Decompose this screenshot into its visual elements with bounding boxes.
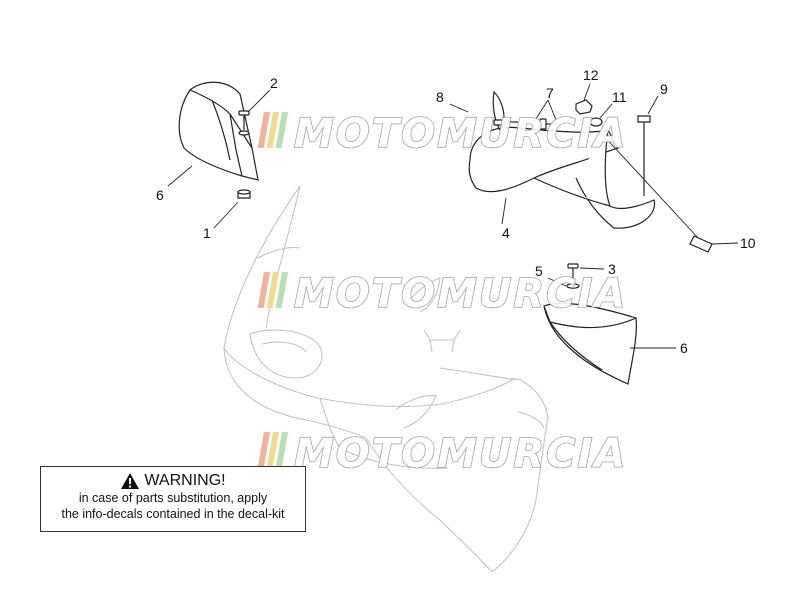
part-5-washer [566, 283, 580, 289]
part-4-front-mudguard [468, 90, 656, 229]
callout-11: 11 [612, 89, 627, 105]
warning-box: WARNING! in case of parts substitution, … [40, 466, 306, 532]
part-11-ring [589, 117, 603, 127]
watermark-middle: MOTOMURCIA [257, 270, 627, 318]
callout-6-right: 6 [680, 340, 688, 356]
callout-8: 8 [436, 89, 444, 105]
part-6-right-guard [543, 302, 637, 385]
watermark-stripe [257, 432, 270, 468]
callout-leaders [167, 83, 739, 349]
watermark-stripe [266, 432, 279, 468]
callout-9: 9 [660, 81, 668, 97]
part-12-nut [575, 99, 593, 115]
callout-6-left: 6 [156, 187, 164, 203]
watermark-stripe [266, 272, 279, 308]
watermark-bottom: MOTOMURCIA [257, 430, 627, 478]
watermark-stripe [266, 112, 279, 148]
watermark-text: MOTOMURCIA [294, 271, 627, 317]
callout-2: 2 [270, 75, 278, 91]
ghost-front-fairing [223, 185, 549, 573]
watermark-text: MOTOMURCIA [294, 111, 627, 157]
watermark-stripe [275, 112, 288, 148]
part-6-left-guard [178, 81, 259, 181]
callout-3: 3 [608, 261, 616, 277]
callout-10: 10 [740, 235, 756, 251]
warning-line-2: the info-decals contained in the decal-k… [61, 507, 285, 521]
part-3-screw [567, 263, 579, 282]
callout-5: 5 [535, 263, 543, 279]
warning-title-row: WARNING! [41, 472, 305, 490]
watermark-text: MOTOMURCIA [294, 431, 627, 477]
part-9-screw [637, 115, 651, 196]
watermark-stripe [275, 272, 288, 308]
warning-triangle-icon [121, 473, 140, 489]
watermark-stripe [275, 432, 288, 468]
callout-labels: 2 6 1 8 7 12 11 9 4 10 5 3 6 [156, 67, 756, 356]
callout-12: 12 [583, 67, 599, 83]
part-1-nut [237, 189, 251, 199]
callout-4: 4 [502, 225, 510, 241]
part-10-screw [601, 133, 713, 253]
part-2-screw [238, 110, 250, 136]
watermark-stripe [257, 112, 270, 148]
warning-line-1: in case of parts substitution, apply [78, 491, 268, 505]
callout-7: 7 [546, 85, 554, 101]
warning-title: WARNING! [144, 472, 226, 489]
watermark-stripe [257, 272, 270, 308]
watermark-top: MOTOMURCIA [257, 110, 627, 158]
part-7-screws [493, 118, 558, 130]
callout-1: 1 [203, 225, 211, 241]
